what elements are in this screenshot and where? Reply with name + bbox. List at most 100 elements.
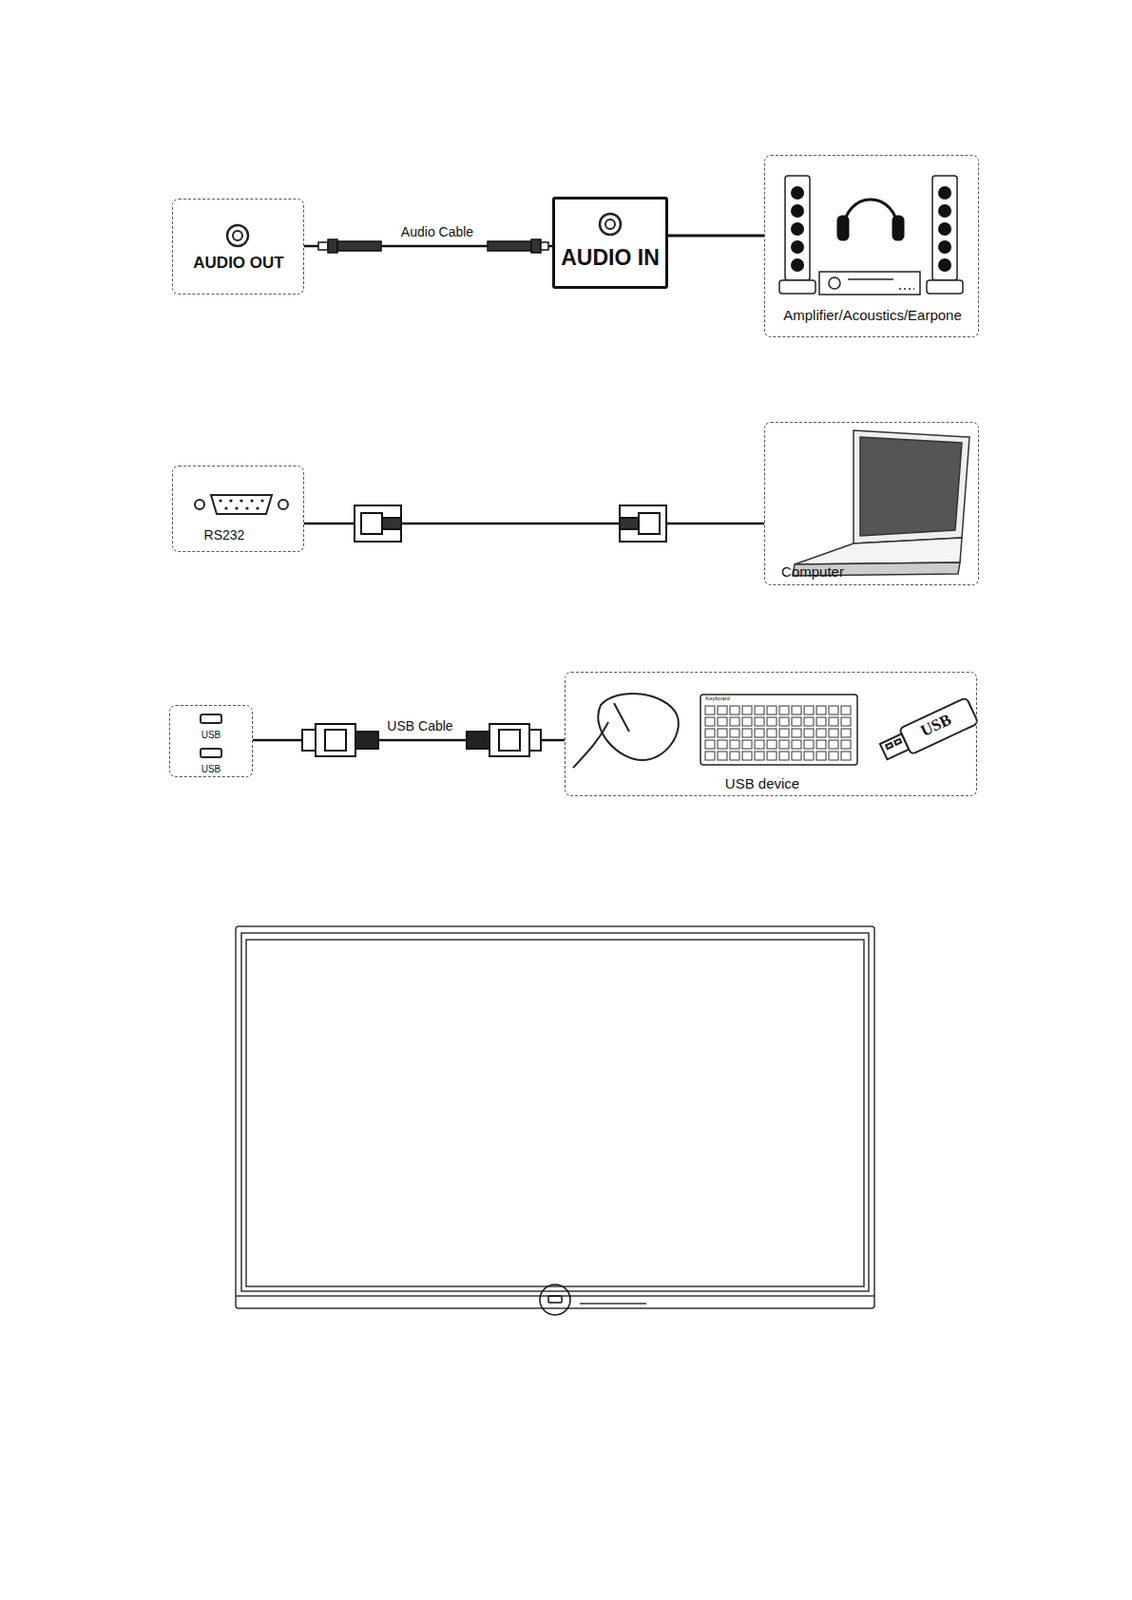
keyboard-key [791,740,802,749]
keyboard-key [767,717,777,727]
keyboard-key [754,740,765,749]
keyboard-key [742,729,752,738]
usb-port-icon [200,714,222,758]
db9-pin [234,506,238,510]
keyboard-key [729,740,740,749]
speaker-cone [938,240,952,254]
device-box: Computer [764,422,979,586]
db9-port [194,495,288,515]
speaker-cone [790,240,805,254]
cable-label: Audio Cable [398,225,477,240]
port-box: AUDIO IN [552,196,669,289]
keyboard-key [705,729,715,738]
keyboard-key [742,717,752,727]
db9-pin [255,506,259,510]
keyboard-key [816,706,826,715]
keyboard-key [791,729,802,738]
keyboard-key [816,729,826,738]
usb-stick [877,697,979,766]
keyboard-key [841,729,851,738]
cable [668,234,765,238]
speaker-cone [938,258,952,272]
keyboard-key [779,706,789,715]
keyboard-key [828,751,839,761]
keyboard-key [705,751,715,761]
node-text: RS232 [204,528,246,543]
keyboard-key [754,706,765,715]
device-box: Amplifier/Acoustics/Earpone [764,154,979,338]
keyboard-key [816,740,826,749]
keyboard-key [804,729,814,738]
speaker-tower [779,175,963,294]
keyboard-key [742,751,752,761]
keyboard-key [816,717,826,727]
keyboard-key [816,751,826,761]
speaker-cone [938,186,952,200]
keyboard-key [754,717,765,727]
keyboard-key [828,729,839,738]
keyboard-key [804,751,814,761]
keyboard-key [791,717,802,727]
keyboard-key [804,706,814,715]
db9-pin [249,498,253,502]
speaker-cone [790,186,805,200]
keyboard-key [729,751,740,761]
keyboard-key [767,751,777,761]
keyboard-key [767,729,777,738]
device-box: RS232 [172,465,305,553]
keyboard-key [804,717,814,727]
node-text: USB [201,729,222,741]
keyboard-key [841,751,851,761]
db9-pin [260,498,264,502]
cable-label: USB Cable [383,719,456,734]
amplifier [819,271,921,295]
keyboard-key [804,740,814,749]
node-text: Amplifier/Acoustics/Earpone [783,307,962,325]
keyboard-label: Keyboard [705,695,730,703]
node-text: AUDIO IN [560,246,660,270]
keyboard-key [705,706,715,715]
keyboard-key [742,706,752,715]
keyboard [700,694,858,766]
keyboard-key [729,706,740,715]
headphones [838,199,903,240]
keyboard-key [828,706,839,715]
speaker-cone [790,258,805,272]
db9-pin [245,506,249,510]
device-box: USB device [564,671,978,797]
node-text: Computer [781,564,845,581]
keyboard-key [779,740,789,749]
db9-pin [224,506,228,510]
keyboard-key [717,717,728,727]
db9-pin [239,498,243,502]
node-text: USB device [725,776,800,793]
keyboard-key [779,729,789,738]
keyboard-key [841,717,851,727]
keyboard-key [754,729,765,738]
node-text: AUDIO OUT [192,254,284,273]
keyboard-key [779,717,789,727]
keyboard-key [717,706,728,715]
keyboard-key [705,717,715,727]
speaker-cone [790,204,805,218]
db9-pin [229,498,232,502]
keyboard-key [791,706,802,715]
audio-plug [318,239,549,253]
keyboard-key [828,717,839,727]
keyboard-key [729,729,740,738]
db9-plug [354,505,667,542]
audio-jack-icon [227,213,621,247]
keyboard-key [717,740,728,749]
speaker-cone [790,222,805,236]
keyboard-key [729,717,740,727]
keyboard-key [791,751,802,761]
keyboard-key [705,740,715,749]
mouse [573,693,679,768]
device-box: AUDIO OUT [172,198,305,295]
speaker-cone [938,222,952,236]
keyboard-key [767,740,777,749]
keyboard-key [779,751,789,761]
display-front [235,926,875,1316]
